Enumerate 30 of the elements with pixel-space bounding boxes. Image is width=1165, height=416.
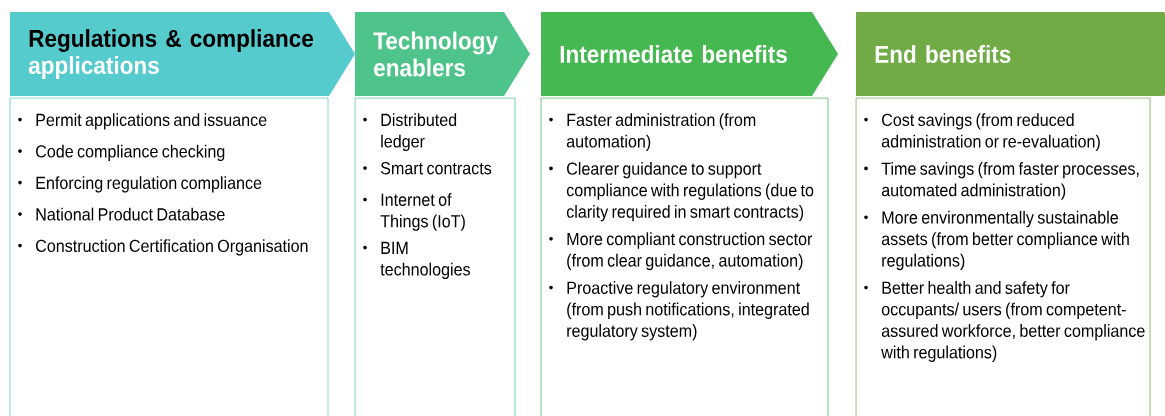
bullet-item: Construction Certification Organisation bbox=[18, 239, 308, 256]
list-panel bbox=[9, 97, 329, 416]
heading: Regulations & compliance bbox=[29, 29, 314, 53]
bullet-item: National Product Database bbox=[18, 207, 225, 221]
heading: Intermediate benefits bbox=[560, 45, 787, 63]
list-panel bbox=[540, 97, 829, 416]
bullet-item: Clearer guidance to support compliance with regulations (due to clarity required in smart contracts) bbox=[549, 162, 814, 222]
bullet-item: Faster administration (from automation) bbox=[549, 113, 756, 151]
list-panel bbox=[855, 97, 1151, 416]
bullet-item: Internet of Things (IoT) bbox=[363, 193, 465, 231]
bullet-item: Smart contracts bbox=[363, 162, 492, 175]
bullet-item: Proactive regulatory environment (from push notifications, integrated regulatory system) bbox=[549, 281, 809, 341]
bullet-item: More environmentally sustainable assets (from better compliance with regulations) bbox=[864, 210, 1129, 271]
list-panel bbox=[354, 97, 516, 416]
chevron-header bbox=[355, 12, 530, 96]
heading: Technology enablers bbox=[373, 31, 498, 77]
bullet-item: Distributed ledger bbox=[363, 113, 457, 151]
chevron-header bbox=[541, 12, 838, 96]
bullet-item: Code compliance checking bbox=[18, 144, 225, 161]
bullet-item: Cost savings (from reduced administration or re-evaluation) bbox=[864, 113, 1100, 151]
bullet-item: Permit applications and issuance bbox=[18, 113, 267, 130]
heading: applications bbox=[28, 56, 159, 79]
bullet-item: Better health and safety for occupants/ users (from competent-assured workforce, better compliance with regulations) bbox=[864, 281, 1145, 362]
chevron-header bbox=[856, 12, 1165, 96]
bullet-item: Enforcing regulation compliance bbox=[18, 176, 262, 193]
chevron-header bbox=[10, 12, 355, 96]
bullet-item: More compliant construction sector (from clear guidance, automation) bbox=[549, 232, 813, 271]
bullet-item: Time savings (from faster processes, automated administration) bbox=[864, 162, 1139, 200]
heading: End benefits bbox=[875, 45, 1011, 63]
bullet-item: BIM technologies bbox=[363, 241, 470, 280]
